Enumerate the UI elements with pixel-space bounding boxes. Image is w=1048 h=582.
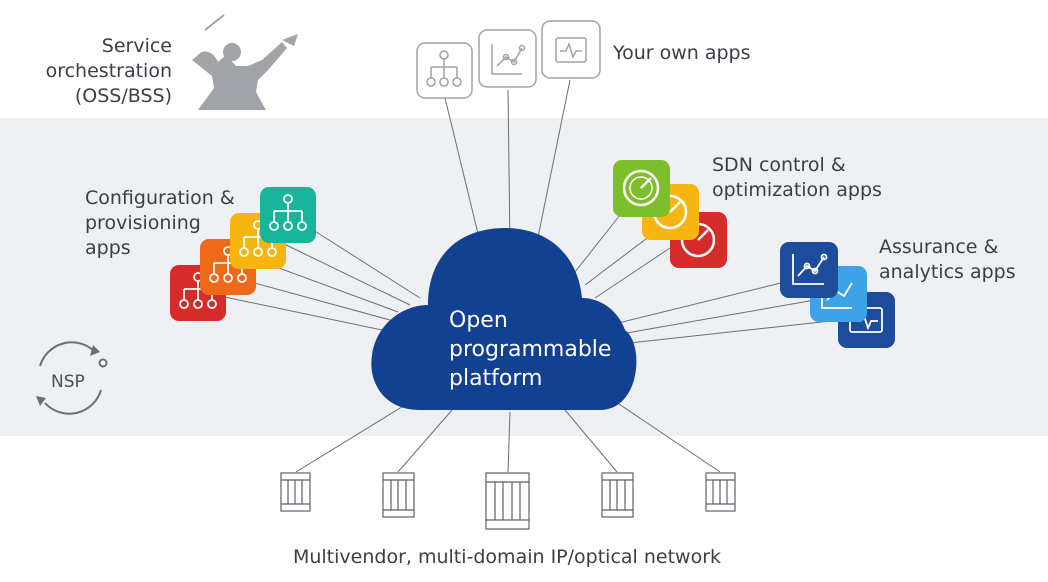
conductor-icon: [192, 14, 298, 110]
connector-line: [564, 409, 618, 473]
config-label-line: Configuration &: [85, 187, 235, 209]
connector-line: [295, 404, 406, 473]
own-apps-label: Your own apps: [612, 42, 751, 64]
connector-line: [609, 397, 721, 473]
connector-line: [614, 299, 816, 336]
connector-line: [507, 89, 511, 249]
nsp-label: NSP: [51, 372, 85, 392]
network-label: Multivendor, multi-domain IP/optical net…: [293, 546, 721, 568]
connector-line: [619, 319, 841, 345]
connector-line: [397, 409, 453, 473]
connector-line: [219, 295, 383, 331]
cloud-label-line: programmable: [449, 337, 611, 362]
connector-line: [507, 411, 511, 473]
cycle-arrows-icon: [36, 341, 108, 415]
connector-line: [594, 247, 671, 299]
platform-cloud: Open programmable platform: [371, 228, 637, 410]
cloud-label-line: platform: [449, 366, 542, 391]
assurance-label-line: Assurance &: [879, 236, 999, 258]
connector-lines: [219, 79, 841, 473]
assurance-label-line: analytics apps: [879, 261, 1016, 283]
orchestration-label-line: (OSS/BSS): [75, 85, 172, 107]
network-device-icon: [485, 472, 530, 530]
sdn-label-line: optimization apps: [712, 179, 882, 201]
cloud-label-line: Open: [449, 308, 508, 333]
own-app-chart-icon: [478, 29, 537, 88]
connector-line: [444, 97, 483, 251]
connector-line: [584, 235, 651, 286]
own-app-monitor-icon: [541, 20, 601, 79]
config-label-line: apps: [85, 237, 131, 259]
network-device-icon: [705, 472, 736, 512]
connector-line: [609, 281, 786, 326]
assurance-app-chart-icon: [780, 242, 838, 298]
network-device-icon: [382, 472, 415, 518]
connector-line: [279, 241, 411, 306]
network-device-icon: [601, 472, 634, 518]
orchestration-label-line: Service: [102, 35, 172, 57]
network-device-icon: [280, 472, 311, 512]
sdn-label-line: SDN control &: [712, 154, 846, 176]
connector-line: [309, 227, 421, 299]
own-app-hierarchy-icon: [416, 42, 473, 99]
sdn-app-gauge-icon: [613, 160, 670, 217]
connector-line: [574, 214, 621, 273]
config-label-line: provisioning: [85, 212, 201, 234]
config-app-hierarchy-icon: [260, 187, 316, 243]
connector-line: [534, 79, 571, 253]
orchestration-label-line: orchestration: [46, 60, 172, 82]
